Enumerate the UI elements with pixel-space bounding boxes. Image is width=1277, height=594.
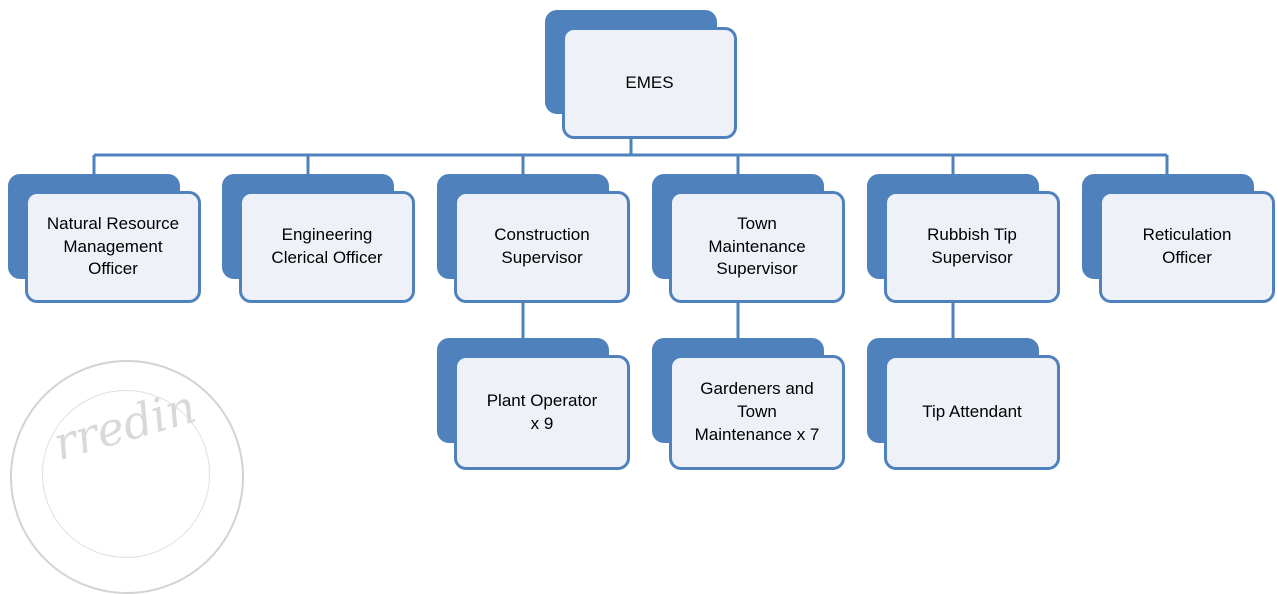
- node-label: Town Maintenance Supervisor: [708, 213, 806, 279]
- org-chart: [92, 125, 1169, 338]
- node-label: EMES: [625, 72, 674, 92]
- node-label: Construction Supervisor: [494, 225, 590, 267]
- node-label: Tip Attendant: [922, 402, 1022, 422]
- node-label: Gardeners and Town Maintenance x 7: [694, 379, 820, 444]
- node-label: Natural Resource Management Officer: [46, 213, 180, 279]
- node-label: Rubbish Tip Supervisor: [927, 225, 1017, 267]
- node-label: Plant Operator x 9: [486, 390, 598, 433]
- node-label: Engineering Clerical Officer: [271, 225, 383, 267]
- node-label: Reticulation Officer: [1142, 225, 1232, 267]
